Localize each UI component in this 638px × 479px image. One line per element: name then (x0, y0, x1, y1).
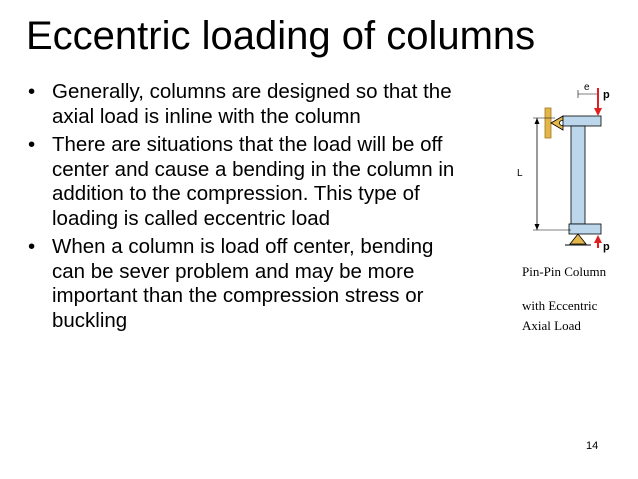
bullet-item: • There are situations that the load wil… (26, 133, 466, 231)
bullet-text: When a column is load off center, bendin… (52, 235, 434, 332)
figure-caption: Pin-Pin Column with Eccentric Axial Load (522, 262, 634, 336)
top-load-label: p (603, 89, 610, 101)
bullet-text: There are situations that the load will … (52, 133, 455, 230)
length-arrow-bottom (534, 224, 540, 230)
column-top-flange (562, 115, 602, 127)
bottom-load-arrowhead (594, 235, 602, 243)
bullet-marker: • (28, 235, 36, 258)
eccentricity-label: e (584, 82, 590, 93)
length-label: L (517, 168, 523, 179)
caption-spacer (522, 282, 634, 296)
length-arrow-top (534, 118, 540, 124)
column-diagram: L e p p (517, 82, 610, 253)
bottom-pin-support (569, 233, 587, 245)
column-web (570, 125, 586, 225)
caption-line: with Eccentric (522, 298, 598, 313)
top-load-arrowhead (594, 108, 602, 116)
slide-title: Eccentric loading of columns (26, 14, 536, 58)
bullet-marker: • (28, 80, 36, 103)
caption-line: Axial Load (522, 318, 581, 333)
bullet-item: • When a column is load off center, bend… (26, 235, 466, 333)
top-wall-support (544, 107, 552, 139)
bullet-text: Generally, columns are designed so that … (52, 80, 452, 128)
bullet-marker: • (28, 133, 36, 156)
bottom-load-label: p (603, 241, 610, 253)
bullet-list: • Generally, columns are designed so tha… (26, 80, 466, 337)
column-bottom-flange (568, 223, 602, 235)
page-number: 14 (586, 440, 599, 452)
bullet-item: • Generally, columns are designed so tha… (26, 80, 466, 129)
caption-line: Pin-Pin Column (522, 264, 607, 279)
